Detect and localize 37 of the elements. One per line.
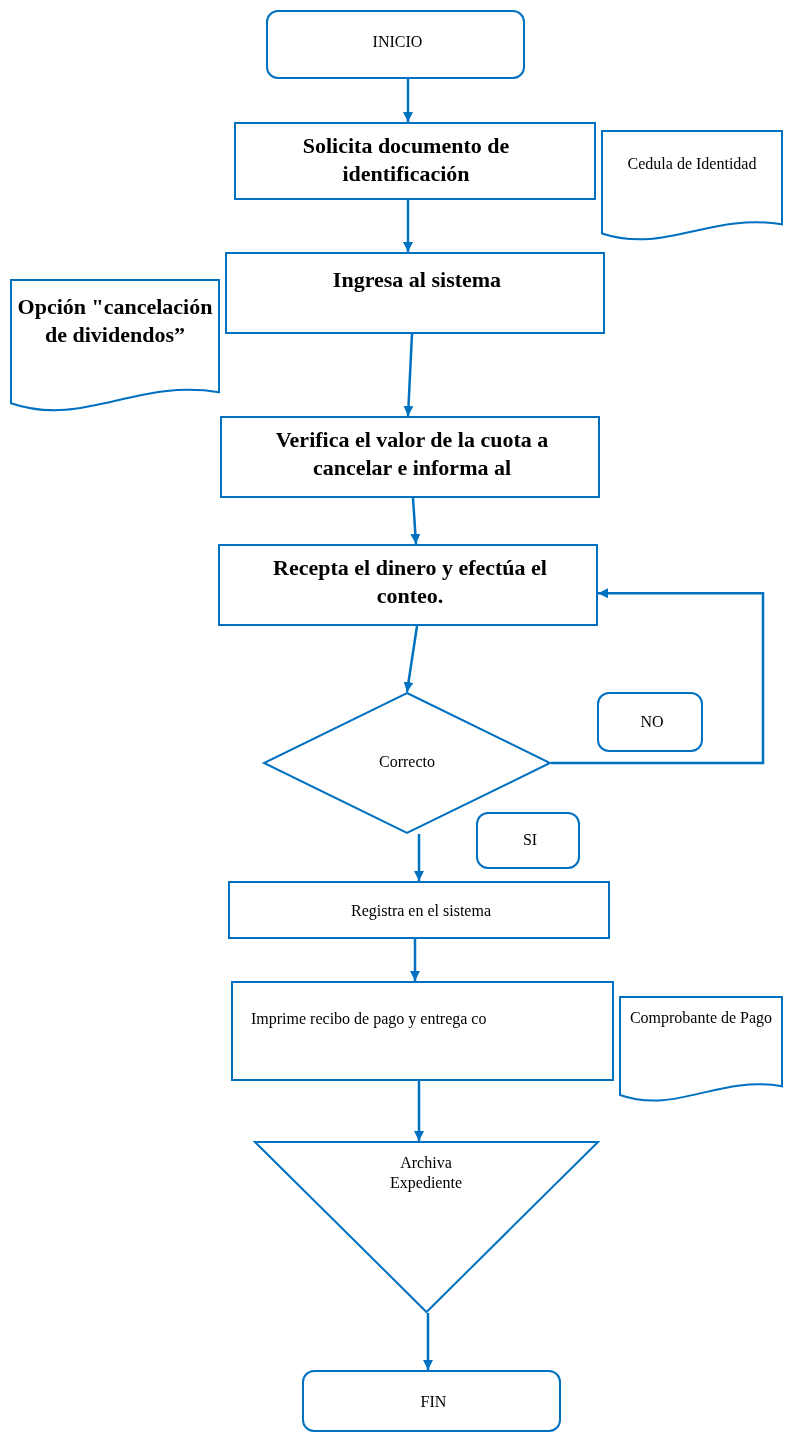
node-text: Verifica el valor de la cuota a cancelar e informa al [274,426,550,481]
branch-label-box [597,692,703,752]
arrow [403,79,413,122]
process-box [234,122,596,200]
node-text: NO [639,712,665,732]
node-text: Recepta el dinero y efectúa el conteo. [272,554,548,609]
arrow [423,1313,433,1370]
node-text: SI [521,830,539,850]
node-text: FIN [419,1392,448,1412]
arrow [403,200,413,252]
node-text: Correcto [378,752,436,772]
arrow [414,1081,424,1141]
terminal-box [266,10,525,79]
node-text: Comprobante de Pago [628,1008,774,1028]
arrow [414,834,424,881]
node-text: Ingresa al sistema [331,266,503,294]
node-text: INICIO [371,32,424,52]
process-box [231,981,614,1081]
process-box [228,881,610,939]
terminal-box [302,1370,561,1432]
process-box [220,416,600,498]
branch-label-box [476,812,580,869]
arrow [410,497,421,545]
node-text: Opción "cancelación de dividendos” [16,293,214,348]
process-box [218,544,598,626]
decision-diamond [263,692,551,834]
arrow [403,333,414,417]
node-text: Archiva Expediente [389,1153,463,1193]
arrow [403,625,419,693]
arrow [410,939,420,981]
node-text: Registra en el sistema [350,901,492,921]
arrow [551,588,765,765]
node-text: Cedula de Identidad [626,154,758,174]
process-box [225,252,605,334]
node-text: Imprime recibo de pago y entrega co [251,1009,488,1029]
node-text: Solicita documento de identificación [301,132,511,187]
merge-triangle [254,1141,599,1313]
